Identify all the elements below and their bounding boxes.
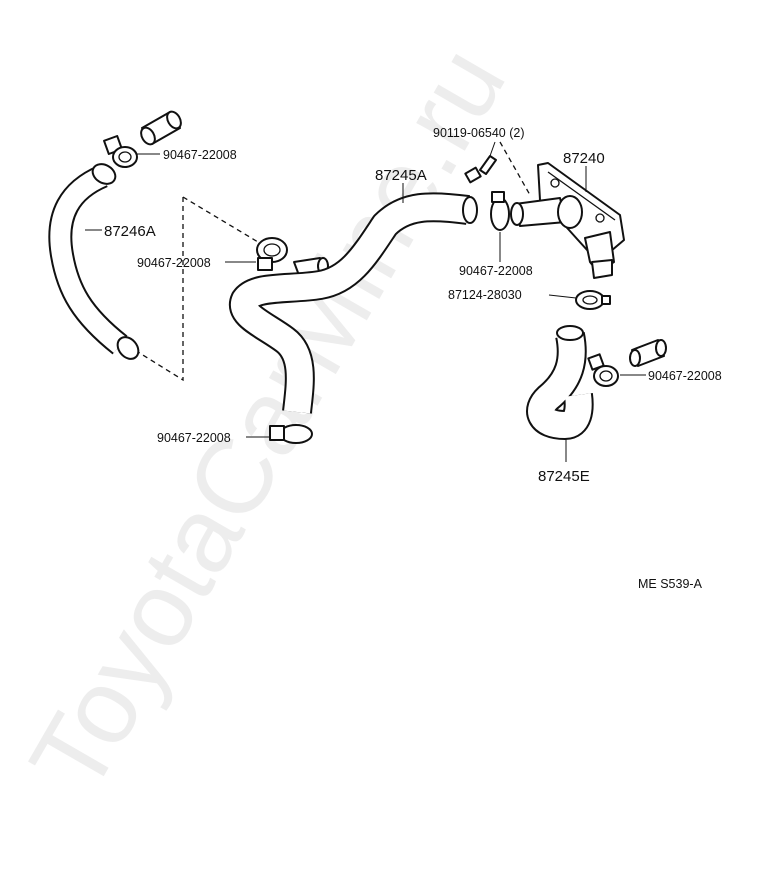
clamp-mid-left[interactable] xyxy=(256,237,288,271)
label-clamp-bottom-left: 90467-22008 xyxy=(157,431,231,445)
clamp-right[interactable] xyxy=(587,353,619,387)
label-clamp-right: 90467-22008 xyxy=(648,369,722,383)
watermark: ToyotaCarMine.ru xyxy=(8,28,528,811)
label-hose-right: 87245E xyxy=(538,468,590,485)
diagram-code: ME S539-A xyxy=(638,577,703,591)
label-clamp-mid-left: 90467-22008 xyxy=(137,256,211,270)
label-hose-main: 87245A xyxy=(375,167,427,184)
label-clamp-center: 90467-22008 xyxy=(459,264,533,278)
hose-87246a[interactable] xyxy=(48,160,142,363)
hose-87245e[interactable] xyxy=(526,325,594,441)
clamp-top-left[interactable] xyxy=(103,135,138,168)
tube-fitting-right[interactable] xyxy=(629,339,667,367)
hose-87245a[interactable] xyxy=(229,192,478,414)
label-clip: 87124-28030 xyxy=(448,288,522,302)
clamp-bottom-left[interactable] xyxy=(269,424,313,444)
bolt[interactable] xyxy=(464,155,497,184)
label-bolt: 90119-06540 (2) xyxy=(433,126,525,140)
clip[interactable] xyxy=(575,290,611,310)
clamp-center[interactable] xyxy=(490,191,510,231)
label-clamp-top-left: 90467-22008 xyxy=(163,148,237,162)
label-valve: 87240 xyxy=(563,150,605,167)
valve-87240[interactable] xyxy=(510,162,625,279)
label-hose-left: 87246A xyxy=(104,223,156,240)
tube-fitting-top-left[interactable] xyxy=(138,109,183,147)
